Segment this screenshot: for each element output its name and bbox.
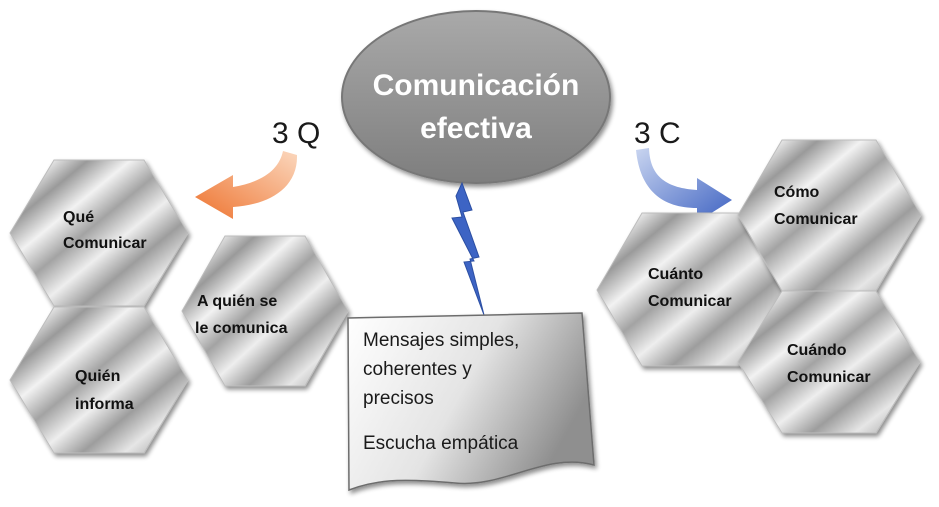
hex-quien-line1: Quién	[75, 368, 120, 385]
right-group-label: 3 C	[634, 117, 681, 150]
hex-cuando-line1: Cuándo	[787, 342, 847, 359]
right-curved-arrow	[636, 148, 732, 222]
central-title-line2: efectiva	[420, 112, 532, 145]
hex-quien-line2: informa	[75, 396, 134, 413]
hex-como-line2: Comunicar	[774, 211, 858, 228]
left-group-label: 3 Q	[272, 117, 320, 150]
hex-como-line1: Cómo	[774, 184, 820, 201]
message-document: Mensajes simples, coherentes y precisos …	[347, 312, 595, 492]
hex-cuanto-line2: Comunicar	[648, 293, 732, 310]
doc-line2: coherentes y	[363, 359, 472, 380]
hex-a-quien-line1: A quién se	[197, 293, 277, 310]
hexagon-cuanto-comunicar: Cuánto Comunicar	[596, 212, 784, 367]
hex-que-line2: Comunicar	[63, 235, 147, 252]
hexagon-a-quien: A quién se le comunica	[181, 235, 349, 387]
central-title-line1: Comunicación	[373, 69, 580, 102]
doc-line1: Mensajes simples,	[363, 330, 519, 351]
hex-que-line1: Qué	[63, 209, 94, 226]
hexagon-cuando-comunicar: Cuándo Comunicar	[737, 290, 921, 434]
hex-cuanto-line1: Cuánto	[648, 266, 703, 283]
hexagon-que-comunicar: Qué Comunicar	[9, 159, 189, 307]
hex-cuando-line2: Comunicar	[787, 369, 871, 386]
central-ellipse: Comunicación efectiva	[341, 10, 611, 184]
doc-line4: Escucha empática	[363, 433, 519, 454]
left-curved-arrow	[195, 151, 298, 219]
hexagon-quien-informa: Quién informa	[9, 306, 189, 454]
doc-line3: precisos	[363, 388, 434, 409]
hex-a-quien-line2: le comunica	[195, 320, 288, 337]
lightning-bolt	[451, 181, 485, 316]
